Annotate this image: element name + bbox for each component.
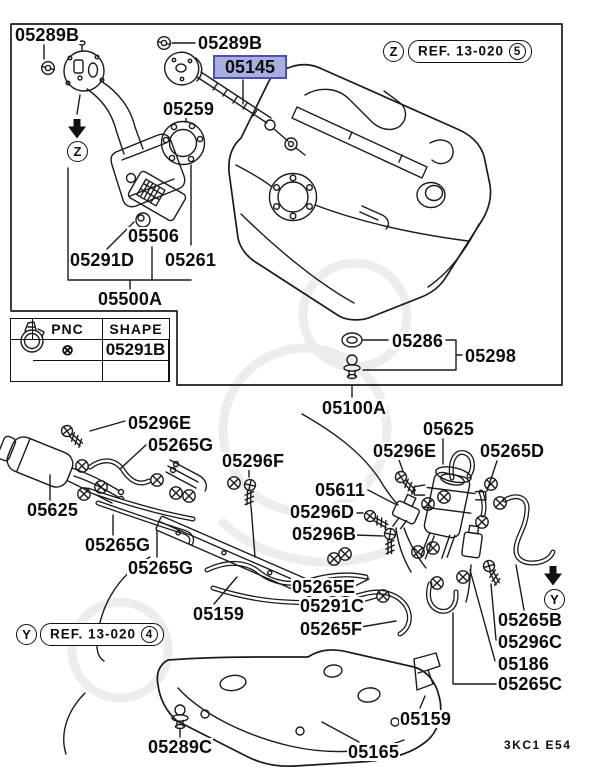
table-header-pnc: PNC: [33, 319, 103, 340]
pipe-bundle-drawing: [165, 459, 208, 492]
check-valve-drawing-05186: [461, 524, 483, 603]
view-marker-y: Y: [544, 589, 565, 610]
table-header-shape: SHAPE: [103, 319, 169, 340]
table-empty-cell-2: [103, 361, 169, 381]
gasket-drawing: [160, 120, 206, 166]
part-label-05625-left: 05625: [26, 500, 80, 520]
part-label-05625-right: 05625: [422, 419, 476, 439]
grommet-drawing-05506: [135, 212, 151, 228]
part-label-05296e-right: 05296E: [372, 441, 438, 461]
view-marker-z: Z: [67, 141, 88, 162]
part-label-05265e: 05265E: [291, 577, 357, 597]
table-row-pnc: 05291B: [103, 340, 169, 361]
fuel-filter-drawing: [413, 466, 487, 560]
part-label-05289b-left: 05289B: [14, 25, 81, 45]
ref-sheet-bottom: 4: [141, 626, 159, 643]
highlighted-part-label-05145: 05145: [213, 55, 287, 79]
part-label-05296f: 05296F: [221, 451, 286, 471]
screw-icon-05289b-left: [41, 61, 55, 76]
part-label-05289b-top: 05289B: [197, 33, 264, 53]
ref-box-bottom: REF. 13-020 4: [40, 623, 165, 646]
thin-pipe-drawing: [301, 413, 399, 506]
hoses-drawing: [85, 450, 556, 637]
drawing-code: 3KC1 E54: [504, 738, 572, 752]
part-label-05500a: 05500A: [97, 289, 164, 309]
part-label-05611: 05611: [314, 480, 367, 500]
part-label-05159-top: 05159: [192, 604, 246, 624]
down-arrow-icon-z: [68, 119, 86, 139]
ref-anchor-z: Z: [383, 41, 404, 62]
ref-text-top: REF. 13-020: [418, 43, 505, 59]
part-label-05265g-2: 05265G: [84, 535, 152, 555]
part-label-05291c: 05291C: [299, 596, 366, 616]
part-label-05296e-left: 05296E: [127, 413, 193, 433]
pnc-shape-table: PNC SHAPE ⊗ 05291B: [10, 318, 170, 382]
part-label-05296d: 05296D: [289, 502, 356, 522]
part-label-05296c: 05296C: [497, 632, 564, 652]
part-label-05261: 05261: [164, 250, 218, 270]
ref-box-top: REF. 13-020 5: [408, 40, 533, 63]
part-label-05286: 05286: [391, 331, 445, 351]
part-label-05265b: 05265B: [497, 610, 564, 630]
upper-diagram-border: [10, 23, 563, 386]
ref-text-bottom: REF. 13-020: [50, 626, 137, 642]
part-label-05298: 05298: [464, 346, 518, 366]
ref-anchor-y: Y: [16, 624, 37, 645]
table-row-shape-cell: [11, 321, 45, 381]
part-label-05265g-1: 05265G: [147, 435, 215, 455]
fuel-gauge-unit-drawing: [163, 51, 306, 156]
part-label-05159-bottom: 05159: [399, 709, 453, 729]
part-label-05291d: 05291D: [69, 250, 136, 270]
part-label-05289c: 05289C: [147, 737, 214, 757]
part-label-05265g-3: 05265G: [127, 558, 195, 578]
screw-icon-05289b-top: [156, 36, 172, 50]
part-label-05265c: 05265C: [497, 674, 564, 694]
hose-clamp-icon: [20, 321, 45, 353]
leader-lines-upper: [43, 42, 463, 398]
part-label-05186: 05186: [497, 654, 551, 674]
down-arrow-icon-y: [544, 566, 562, 586]
bracket-drawing-05159: [413, 652, 441, 691]
fuel-pump-drawing: [125, 170, 187, 222]
table-row-marker: ⊗: [33, 340, 103, 361]
tank-protector-drawing: [63, 556, 442, 768]
valve-drawing-05611: [391, 493, 427, 573]
part-label-05506: 05506: [127, 226, 181, 246]
part-label-05259: 05259: [162, 99, 216, 119]
part-label-05296b: 05296B: [291, 524, 358, 544]
part-label-05145: 05145: [224, 56, 276, 77]
fuel-tank-drawing: [228, 63, 492, 321]
part-label-05100a: 05100A: [321, 398, 388, 418]
ref-sheet-top: 5: [509, 43, 527, 60]
part-label-05265d: 05265D: [479, 441, 546, 461]
leader-lines-lower: [49, 420, 525, 743]
part-label-05165: 05165: [347, 742, 401, 762]
fuel-filler-neck-drawing: [63, 40, 186, 208]
table-empty-cell-1: [33, 361, 103, 381]
part-label-05265f: 05265F: [299, 619, 364, 639]
